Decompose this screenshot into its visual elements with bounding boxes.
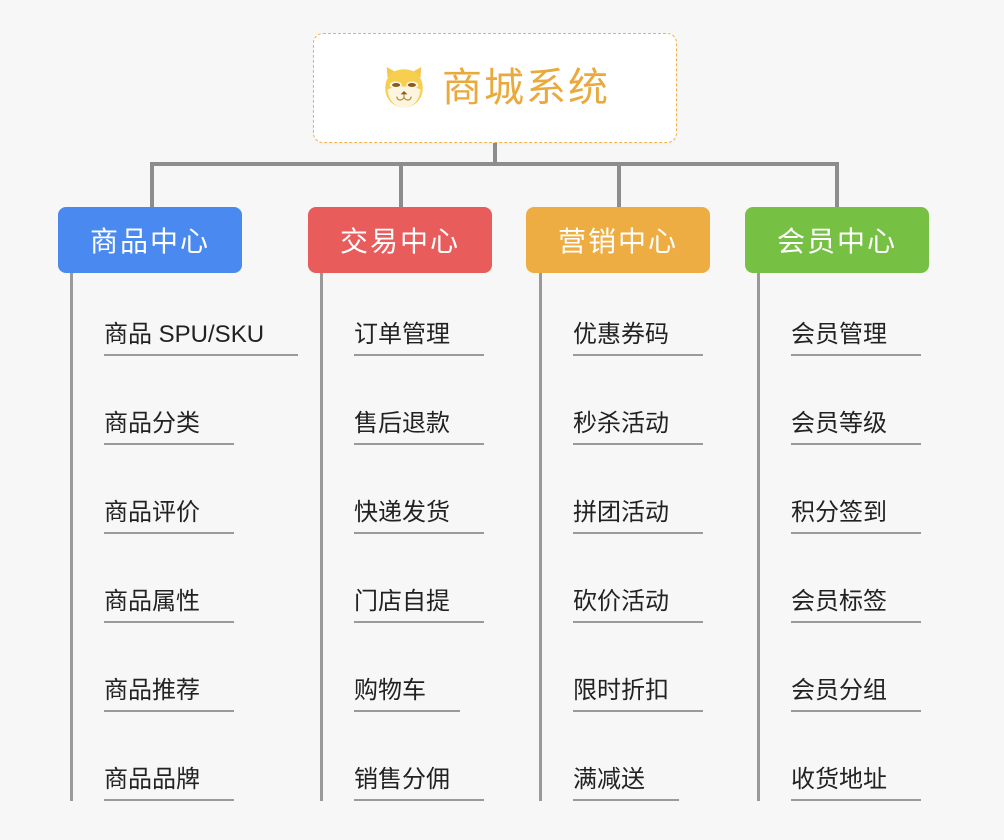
leaf-item-label: 满减送 [573, 766, 679, 801]
leaf-item[interactable]: 门店自提 [320, 540, 484, 629]
category-label: 交易中心 [339, 226, 460, 257]
connector-horizontal-bus [150, 162, 839, 166]
leaf-item[interactable]: 会员标签 [757, 540, 921, 629]
leaf-item[interactable]: 订单管理 [320, 273, 484, 362]
category-label: 营销中心 [557, 226, 678, 257]
leaf-item[interactable]: 快递发货 [320, 451, 484, 540]
category-box-product-center[interactable]: 商品中心 [58, 207, 242, 273]
leaf-item[interactable]: 拼团活动 [539, 451, 703, 540]
category-box-member-center[interactable]: 会员中心 [745, 207, 929, 273]
leaf-item[interactable]: 商品 SPU/SKU [70, 273, 299, 362]
leaf-item-label: 售后退款 [354, 410, 484, 445]
leaf-item[interactable]: 购物车 [320, 629, 484, 718]
leaf-item-label: 会员标签 [791, 588, 921, 623]
leaf-item-label: 快递发货 [354, 499, 484, 534]
connector-trunk-product-center [70, 273, 73, 801]
connector-trunk-member-center [757, 273, 760, 801]
connector-drop-member-center [835, 162, 839, 209]
shiba-dog-face-icon [385, 67, 423, 108]
leaf-item[interactable]: 商品分类 [70, 362, 298, 451]
leaf-item-label: 商品属性 [104, 588, 234, 623]
leaf-item-label: 限时折扣 [573, 677, 703, 712]
leaf-item-label: 优惠券码 [573, 321, 703, 356]
leaf-column-member-center: 会员管理 会员等级 积分签到 会员标签 会员分组 收货地址 [757, 273, 921, 807]
leaf-item-label: 秒杀活动 [573, 410, 703, 445]
leaf-item-label: 订单管理 [354, 321, 484, 356]
leaf-item-label: 收货地址 [791, 766, 921, 801]
category-box-trade-center[interactable]: 交易中心 [308, 207, 492, 273]
leaf-item[interactable]: 会员等级 [757, 362, 921, 451]
leaf-item[interactable]: 商品评价 [70, 451, 298, 540]
leaf-item-label: 购物车 [354, 677, 460, 712]
leaf-item[interactable]: 限时折扣 [539, 629, 703, 718]
leaf-item[interactable]: 商品属性 [70, 540, 298, 629]
leaf-item-label: 拼团活动 [573, 499, 703, 534]
leaf-item[interactable]: 砍价活动 [539, 540, 703, 629]
leaf-item-label: 商品品牌 [104, 766, 234, 801]
leaf-item-label: 会员分组 [791, 677, 921, 712]
connector-drop-product-center [150, 162, 154, 209]
leaf-column-marketing-center: 优惠券码 秒杀活动 拼团活动 砍价活动 限时折扣 满减送 [539, 273, 703, 807]
leaf-item[interactable]: 优惠券码 [539, 273, 703, 362]
category-box-marketing-center[interactable]: 营销中心 [526, 207, 710, 273]
leaf-item[interactable]: 商品品牌 [70, 718, 298, 807]
leaf-item[interactable]: 售后退款 [320, 362, 484, 451]
connector-root-stem [493, 143, 497, 164]
root-node-mall-system[interactable]: 商城系统 [313, 33, 677, 143]
leaf-item[interactable]: 积分签到 [757, 451, 921, 540]
connector-drop-trade-center [399, 162, 403, 209]
connector-trunk-trade-center [320, 273, 323, 801]
connector-trunk-marketing-center [539, 273, 542, 801]
leaf-item[interactable]: 商品推荐 [70, 629, 298, 718]
category-label: 会员中心 [776, 226, 897, 257]
leaf-item-label: 销售分佣 [354, 766, 484, 801]
leaf-item-label: 商品推荐 [104, 677, 234, 712]
leaf-item[interactable]: 会员管理 [757, 273, 921, 362]
leaf-item-label: 会员等级 [791, 410, 921, 445]
leaf-column-trade-center: 订单管理 售后退款 快递发货 门店自提 购物车 销售分佣 [320, 273, 484, 807]
leaf-item[interactable]: 秒杀活动 [539, 362, 703, 451]
leaf-item-label: 门店自提 [354, 588, 484, 623]
leaf-column-product-center: 商品 SPU/SKU 商品分类 商品评价 商品属性 商品推荐 商品品牌 [70, 273, 299, 807]
leaf-item[interactable]: 满减送 [539, 718, 703, 807]
root-node-title: 商城系统 [442, 66, 610, 110]
leaf-item[interactable]: 销售分佣 [320, 718, 484, 807]
leaf-item-label: 积分签到 [791, 499, 921, 534]
category-label: 商品中心 [89, 226, 210, 257]
leaf-item-label: 会员管理 [791, 321, 921, 356]
leaf-item-label: 商品评价 [104, 499, 234, 534]
leaf-item[interactable]: 会员分组 [757, 629, 921, 718]
leaf-item-label: 商品分类 [104, 410, 234, 445]
leaf-item-label: 砍价活动 [573, 588, 703, 623]
leaf-item[interactable]: 收货地址 [757, 718, 921, 807]
connector-drop-marketing-center [617, 162, 621, 209]
leaf-item-label: 商品 SPU/SKU [104, 321, 299, 356]
